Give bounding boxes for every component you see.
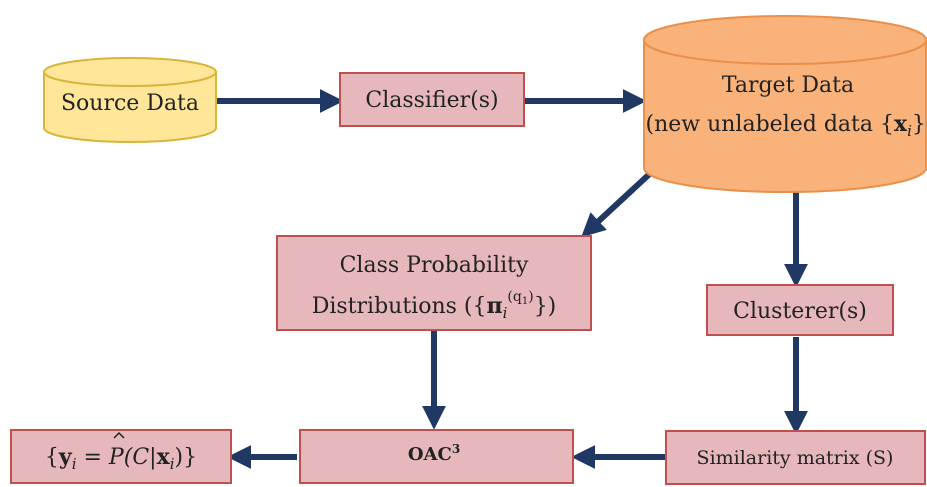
target-data-title: Target Data	[722, 73, 854, 98]
output-node: {yi = P(C|xi)}	[10, 429, 232, 484]
output-eq: =	[77, 445, 109, 470]
target-data-suffix: })	[912, 112, 927, 137]
output-p: P	[108, 445, 125, 470]
cpd-sup-sub: 1	[522, 296, 528, 307]
oac3-text: OAC	[408, 444, 452, 465]
similarity-matrix-node: Similarity matrix (S)	[665, 430, 926, 485]
output-p-hat	[113, 431, 125, 439]
oac3-node: OAC3	[299, 429, 574, 484]
cpd-var: π	[486, 293, 502, 319]
output-x: x	[157, 444, 171, 470]
clusterer-node: Clusterer(s)	[706, 284, 894, 336]
output-y: y	[58, 444, 73, 470]
oac3-label: OAC3	[408, 442, 460, 465]
class-probability-node: Class Probability Distributions ({πi(q1)…	[276, 235, 592, 331]
output-close: )}	[175, 445, 198, 470]
cpd-sup-close: )	[528, 289, 533, 305]
output-x-sub: i	[170, 455, 175, 473]
source-data-node: Source Data	[43, 57, 217, 143]
connector-arrows	[215, 89, 808, 469]
target-data-prefix: (new unlabeled data {	[646, 112, 894, 137]
cpd-sup: (q	[507, 289, 521, 305]
output-paren-open: (C|	[124, 445, 157, 470]
output-formula: {yi = P(C|xi)}	[45, 444, 197, 473]
source-data-label: Source Data	[61, 91, 199, 116]
classifier-label: Classifier(s)	[365, 88, 498, 113]
arrow-target-to-cpd	[581, 165, 659, 238]
oac3-sup: 3	[452, 442, 460, 456]
class-probability-subtitle: Distributions ({πi(q1)})	[312, 289, 557, 322]
target-data-node: Target Data (new unlabeled data {xi})	[643, 15, 927, 193]
cpd-suffix: })	[534, 294, 557, 319]
similarity-matrix-label: Similarity matrix (S)	[697, 447, 894, 469]
target-data-subtitle: (new unlabeled data {xi})	[646, 111, 927, 140]
output-y-sub: i	[72, 455, 77, 473]
target-data-var: x	[894, 111, 908, 137]
target-data-sub: i	[907, 122, 912, 140]
cpd-sub: i	[503, 304, 508, 322]
output-open: {	[45, 445, 59, 470]
clusterer-label: Clusterer(s)	[733, 299, 867, 324]
class-probability-title: Class Probability	[340, 253, 529, 278]
classifier-node: Classifier(s)	[339, 72, 525, 127]
cpd-prefix: Distributions ({	[312, 294, 487, 319]
